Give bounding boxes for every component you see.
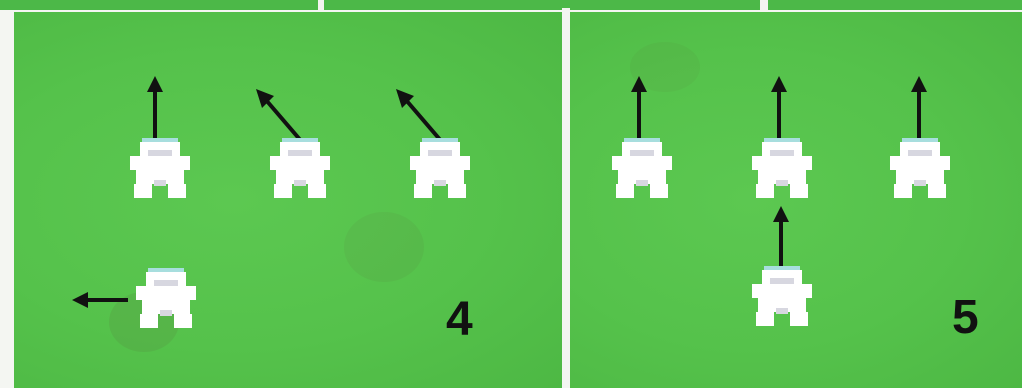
diagram-panel-4: 4 [14, 12, 562, 388]
panel-divider [562, 8, 570, 388]
player-front-center-icon [750, 136, 814, 202]
top-field-strip [0, 0, 1022, 10]
field-smudge [344, 212, 424, 282]
player-front-right-icon [408, 136, 472, 202]
player-back-center-icon [750, 264, 814, 330]
arrow-up-icon [766, 204, 796, 270]
player-front-right-icon [888, 136, 952, 202]
diagram-panel-5: 5 [570, 12, 1022, 388]
arrow-left-icon [70, 288, 130, 312]
player-back-left-icon [134, 266, 198, 332]
player-front-center-icon [268, 136, 332, 202]
arrow-up-icon [764, 74, 794, 144]
arrow-up-icon [624, 74, 654, 144]
diagram-number: 5 [952, 294, 979, 342]
player-front-left-icon [610, 136, 674, 202]
arrow-up-icon [140, 74, 170, 144]
player-front-left-icon [128, 136, 192, 202]
top-strip-gap [318, 0, 324, 10]
diagram-number: 4 [446, 296, 473, 344]
top-strip-gap [760, 0, 768, 10]
arrow-up-icon [904, 74, 934, 144]
